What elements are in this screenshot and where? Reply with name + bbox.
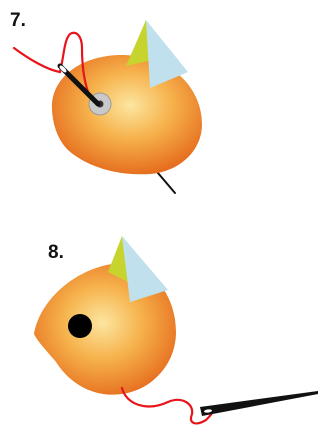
ear-blue-8 xyxy=(122,236,168,302)
thread-8 xyxy=(122,388,212,423)
eye-8 xyxy=(68,314,92,338)
step-7-label: 7. xyxy=(10,10,26,31)
step-7: 7. xyxy=(10,10,202,193)
step-8-label: 8. xyxy=(48,242,64,263)
step-8: 8. xyxy=(34,236,318,423)
needle-8 xyxy=(200,391,318,416)
